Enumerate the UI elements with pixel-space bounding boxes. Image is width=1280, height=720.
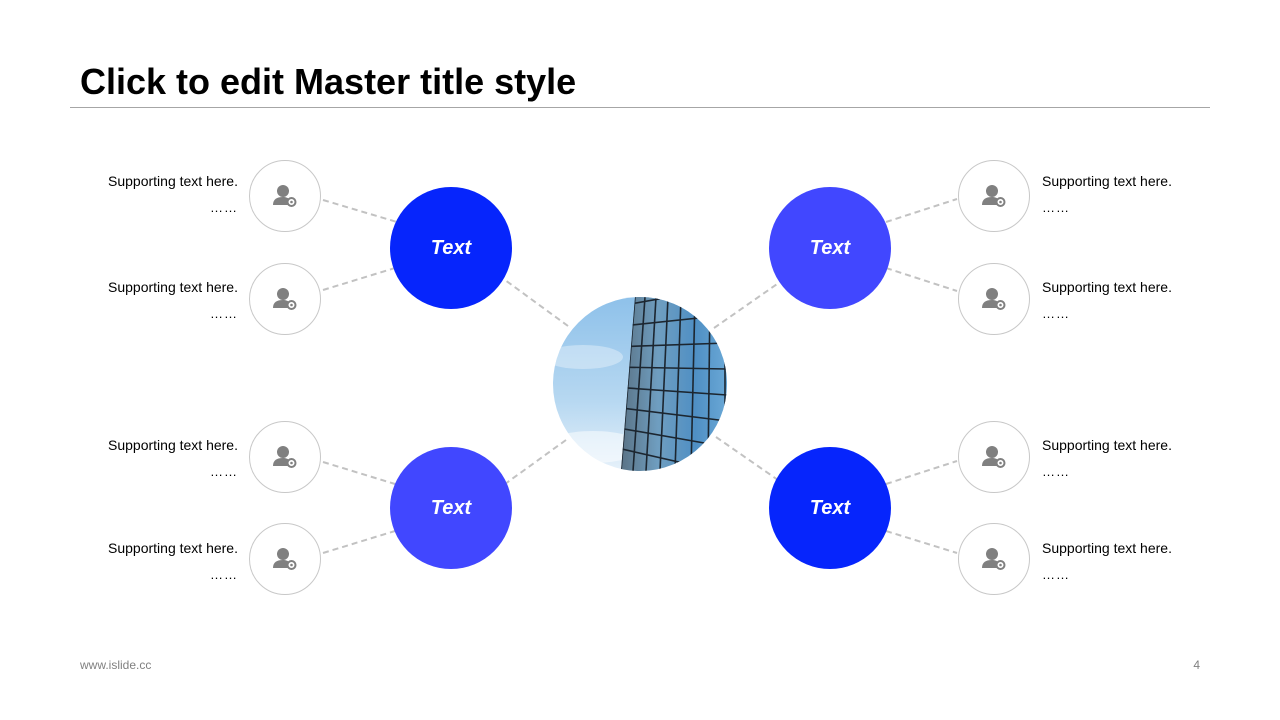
supporting-text: Supporting text here. (1042, 437, 1172, 453)
supporting-text: Supporting text here. (1042, 173, 1172, 189)
hub-top-right[interactable]: Text (769, 187, 891, 309)
user-settings-icon (982, 548, 1006, 570)
user-settings-icon (982, 288, 1006, 310)
connector-center-top-left (504, 279, 569, 327)
icon-circle-right-1[interactable] (958, 160, 1030, 232)
user-settings-icon (982, 185, 1006, 207)
supporting-text-left-1[interactable]: Supporting text here. …… (58, 171, 238, 218)
supporting-ellipsis: …… (1042, 464, 1070, 479)
connector-center-top-right (713, 281, 781, 329)
supporting-text: Supporting text here. (108, 173, 238, 189)
title-divider (70, 107, 1210, 108)
hub-label: Text (430, 496, 472, 519)
icon-circle-right-3[interactable] (958, 421, 1030, 493)
icon-circle-left-4[interactable] (249, 523, 321, 595)
supporting-ellipsis: …… (210, 464, 238, 479)
hub-bottom-right[interactable]: Text (769, 447, 891, 569)
connector-tl-1 (322, 199, 398, 223)
center-building-photo (553, 297, 727, 471)
supporting-text: Supporting text here. (108, 279, 238, 295)
supporting-text: Supporting text here. (108, 437, 238, 453)
icon-circle-right-2[interactable] (958, 263, 1030, 335)
connector-tr-2 (885, 267, 958, 292)
page-number: 4 (1193, 658, 1200, 672)
footer-url: www.islide.cc (80, 658, 152, 672)
hub-label: Text (430, 236, 472, 259)
supporting-text-right-1[interactable]: Supporting text here. …… (1042, 171, 1222, 218)
connector-center-bottom-left (504, 439, 567, 485)
user-settings-icon (273, 185, 297, 207)
supporting-text-left-4[interactable]: Supporting text here. …… (58, 538, 238, 585)
connector-br-1 (885, 460, 958, 485)
hub-label: Text (809, 496, 851, 519)
icon-circle-right-4[interactable] (958, 523, 1030, 595)
icon-circle-left-1[interactable] (249, 160, 321, 232)
supporting-text-left-2[interactable]: Supporting text here. …… (58, 277, 238, 324)
supporting-text: Supporting text here. (1042, 540, 1172, 556)
supporting-text: Supporting text here. (1042, 279, 1172, 295)
hub-bottom-left[interactable]: Text (390, 447, 512, 569)
building-photo-image (553, 297, 727, 471)
connector-bl-1 (322, 461, 396, 485)
user-settings-icon (273, 446, 297, 468)
connector-bl-2 (322, 530, 396, 554)
hub-top-left[interactable]: Text (390, 187, 512, 309)
user-settings-icon (273, 548, 297, 570)
supporting-ellipsis: …… (1042, 200, 1070, 215)
supporting-text-right-4[interactable]: Supporting text here. …… (1042, 538, 1222, 585)
connector-br-2 (885, 530, 958, 554)
connector-tl-2 (322, 267, 396, 291)
supporting-ellipsis: …… (1042, 306, 1070, 321)
supporting-ellipsis: …… (1042, 567, 1070, 582)
hub-label: Text (809, 236, 851, 259)
icon-circle-left-3[interactable] (249, 421, 321, 493)
supporting-text: Supporting text here. (108, 540, 238, 556)
user-settings-icon (273, 288, 297, 310)
icon-circle-left-2[interactable] (249, 263, 321, 335)
supporting-text-right-2[interactable]: Supporting text here. …… (1042, 277, 1222, 324)
connector-center-bottom-right (715, 436, 779, 481)
supporting-ellipsis: …… (210, 200, 238, 215)
slide-title[interactable]: Click to edit Master title style (80, 61, 577, 102)
connector-tr-1 (885, 198, 958, 223)
user-settings-icon (982, 446, 1006, 468)
supporting-text-left-3[interactable]: Supporting text here. …… (58, 435, 238, 482)
supporting-text-right-3[interactable]: Supporting text here. …… (1042, 435, 1222, 482)
supporting-ellipsis: …… (210, 306, 238, 321)
supporting-ellipsis: …… (210, 567, 238, 582)
